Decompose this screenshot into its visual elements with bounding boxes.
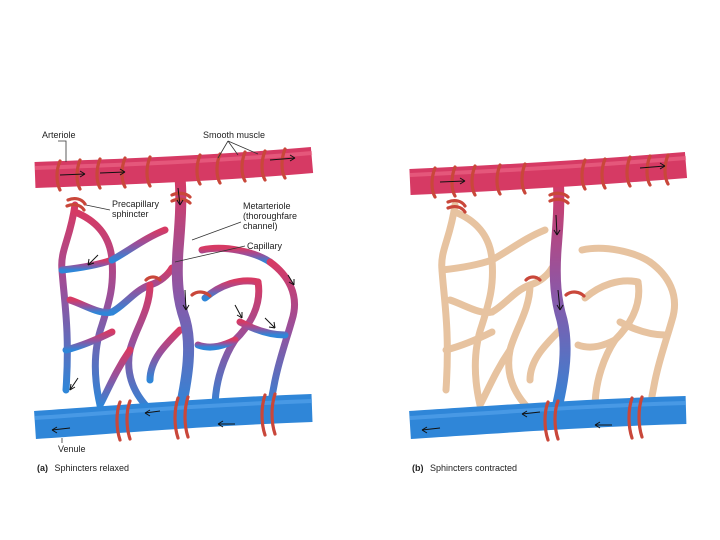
label-precapillary-sphincter-2: sphincter bbox=[112, 209, 149, 219]
panel-a-sphincters-relaxed: Arteriole Smooth muscle Precapillary sph… bbox=[34, 130, 314, 473]
panel-a-flow-arrows bbox=[51, 154, 296, 434]
panel-a-arteriole bbox=[34, 147, 314, 188]
panel-b-precapillary-sphincters bbox=[446, 191, 586, 298]
panel-b-venule-bands bbox=[543, 395, 644, 442]
panel-b-flow-arrows bbox=[421, 162, 666, 434]
label-precapillary-sphincter-1: Precapillary bbox=[112, 199, 160, 209]
label-smooth-muscle: Smooth muscle bbox=[203, 130, 265, 140]
panel-a-venule bbox=[34, 394, 313, 439]
label-metarteriole-1: Metarteriole bbox=[243, 201, 291, 211]
panel-a-venule-bands bbox=[115, 392, 277, 442]
panel-b-metarteriole bbox=[549, 172, 571, 418]
caption-b: (b) Sphincters contracted bbox=[412, 463, 517, 473]
panel-a-precapillary-sphincters bbox=[65, 191, 212, 298]
label-venule: Venule bbox=[58, 444, 86, 454]
panel-b-capillary-network bbox=[438, 201, 679, 414]
label-metarteriole-2: (thoroughfare bbox=[243, 211, 297, 221]
label-capillary: Capillary bbox=[247, 241, 283, 251]
caption-b-text: Sphincters contracted bbox=[430, 463, 517, 473]
panel-b-arteriole bbox=[409, 152, 688, 195]
caption-a-text: Sphincters relaxed bbox=[55, 463, 130, 473]
panel-b-venule bbox=[409, 396, 687, 439]
panel-b-smooth-muscle-bands bbox=[430, 153, 670, 199]
panel-a-metarteriole bbox=[171, 172, 195, 418]
panel-b-sphincters-contracted: (b) Sphincters contracted bbox=[409, 152, 688, 473]
caption-a: (a) Sphincters relaxed bbox=[37, 463, 129, 473]
label-arteriole: Arteriole bbox=[42, 130, 76, 140]
caption-a-letter: (a) bbox=[37, 463, 48, 473]
caption-b-letter: (b) bbox=[412, 463, 424, 473]
label-metarteriole-3: channel) bbox=[243, 221, 278, 231]
